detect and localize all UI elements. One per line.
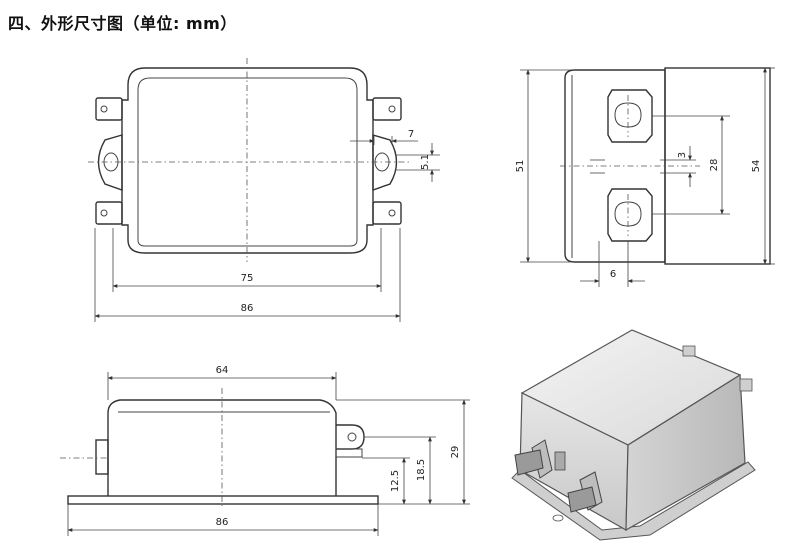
front-right-terminal xyxy=(336,424,365,450)
dim-overall-54: 54 xyxy=(751,160,762,173)
dim-front-base-86: 86 xyxy=(216,517,229,528)
perspective-right-face xyxy=(625,373,746,532)
right-terminal-top xyxy=(372,97,402,121)
dim-tab-7: 7 xyxy=(408,129,414,140)
left-mount-ear xyxy=(97,134,123,191)
dim-front-height-29: 29 xyxy=(450,446,461,459)
dim-height-51: 51 xyxy=(515,160,526,173)
front-left-terminal xyxy=(95,439,109,475)
dim-pin-spacing-28: 28 xyxy=(709,159,720,172)
drawing-title: 四、外形尺寸图（单位: mm） xyxy=(8,14,237,33)
dim-pin-3: 3 xyxy=(677,152,688,158)
side-terminal-bottom xyxy=(607,188,653,242)
side-terminal-top xyxy=(607,89,653,143)
dim-front-width-64: 64 xyxy=(216,365,229,376)
top-view: 75 86 7 5.1 xyxy=(88,58,440,322)
front-view-body xyxy=(107,399,337,496)
dim-tab-5-1: 5.1 xyxy=(420,154,431,170)
side-view: 51 54 28 3 6 xyxy=(515,67,775,287)
left-terminal-bottom xyxy=(95,201,123,225)
top-view-body xyxy=(121,67,374,254)
front-view: 64 86 29 18.5 12.5 xyxy=(60,365,470,536)
right-terminal-bottom xyxy=(372,201,402,225)
dim-offset-6: 6 xyxy=(610,269,616,280)
right-mount-ear xyxy=(372,134,398,191)
front-view-base xyxy=(67,495,379,505)
dim-terminal-18-5: 18.5 xyxy=(416,459,427,481)
left-terminal-top xyxy=(95,97,123,121)
perspective-flange xyxy=(511,461,756,541)
dim-width-75: 75 xyxy=(241,273,254,284)
perspective-view xyxy=(511,329,756,541)
dim-pin-height-12-5: 12.5 xyxy=(390,470,401,492)
dim-overall-86: 86 xyxy=(241,303,254,314)
